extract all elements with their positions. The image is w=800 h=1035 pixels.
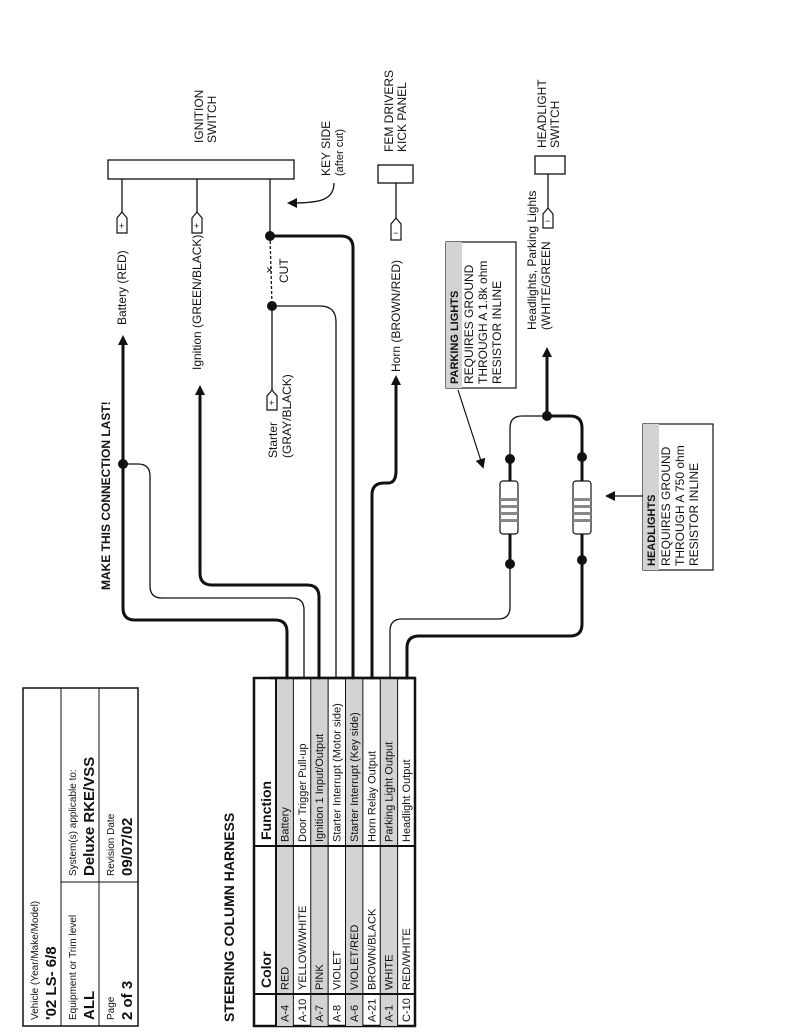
color-cell: YELLOW/WHITE [297,906,309,990]
function-cell: Headlight Output [401,759,413,842]
starter-connector: + [266,389,278,411]
table-row: A-1 WHITE Parking Light Output [379,678,398,1026]
page-value: 2 of 3 [119,981,136,1020]
pin-cell: A-4 [279,1005,291,1022]
pin-cell: A-6 [349,1005,361,1022]
parking-note-arrow [457,389,486,469]
color-cell: VIOLET [332,951,344,990]
system-label: System(s) applicable to: [68,769,79,876]
table-row: A-7 PINK Ignition 1 Input/Output [310,678,329,1026]
battery-wire-label: Battery (RED) [115,250,129,325]
pin-cell: A-1 [384,1005,396,1022]
cut-label: CUT [277,258,291,283]
table-row: C-10 RED/WHITE Headlight Output [397,678,413,1026]
key-side-label: KEY SIDE [319,121,333,176]
system-value: Deluxe RKE/VSS [81,757,98,876]
fem-label-1: FEM DRIVERS [382,70,396,152]
svg-text:PARKING LIGHTS: PARKING LIGHTS [449,291,461,384]
key-side-arrow [287,182,335,208]
color-cell: RED [279,967,291,990]
color-cell: RED/WHITE [401,928,413,990]
function-cell: Ignition 1 Input/Output [314,734,326,842]
function-cell: Door Trigger Pull-up [297,744,309,842]
function-cell: Starter Interrupt (Key side) [349,712,361,842]
svg-text:+: + [269,398,274,408]
function-cell: Starter Interrupt (Motor side) [332,703,344,842]
pin-cell: A-8 [332,1005,344,1022]
starter-label-color: (GRAY/BLACK) [280,374,294,458]
table-row: A-4 RED Battery [275,678,294,1026]
parking-resistor [499,480,519,535]
svg-text:THROUGH A 750 ohm: THROUGH A 750 ohm [673,445,687,566]
vehicle-value: '02 LS- 6/8 [43,946,60,1020]
header-function: Function [258,781,274,840]
table-row: A-6 VIOLET/RED Starter Interrupt (Key side… [345,678,363,1026]
svg-text:−: − [545,216,550,226]
ignition-switch-label-2: SWITCH [205,96,219,143]
revision-label: Revision Date [106,813,117,876]
color-cell: VIOLET/RED [349,925,361,990]
fem-kick-panel-box [377,164,414,184]
pin-cell: A-7 [314,1005,326,1022]
horn-wire-label: Horn (BROWN/RED) [389,260,403,372]
starter-label: Starter [266,422,280,458]
svg-text:RESISTOR INLINE: RESISTOR INLINE [687,463,701,566]
pin-cell: C-10 [401,998,413,1022]
title-block: Vehicle (Year/Make/Model) '02 LS- 6/8 Eq… [22,687,139,1027]
headlight-connector: − [542,207,554,229]
fem-label-2: KICK PANEL [395,82,409,152]
table-row: A-21 BROWN/BLACK Horn Relay Output [362,678,378,1026]
pin-cell: A-21 [366,999,378,1022]
function-cell: Battery [279,807,291,842]
headlight-wire-label-1: Headlights, Parking Lights [525,191,539,330]
color-cell: PINK [314,964,326,990]
function-cell: Horn Relay Output [366,751,378,842]
color-cell: WHITE [384,955,396,990]
svg-text:HEADLIGHTS: HEADLIGHTS [646,495,658,567]
trim-value: ALL [81,991,98,1020]
svg-text:+: + [119,221,124,231]
table-row: A-8 VIOLET Starter Interrupt (Motor side) [327,678,344,1026]
headlight-resistor [572,480,592,535]
headlight-switch-label-1: HEADLIGHT [535,79,549,148]
battery-connector: + [116,211,128,234]
headlight-switch-label-2: SWITCH [548,101,562,148]
svg-text:REQUIRES GROUND: REQUIRES GROUND [462,264,476,384]
headlights-note: HEADLIGHTS REQUIRES GROUND THROUGH A 750… [642,423,714,571]
revision-value: 09/07/02 [119,818,136,876]
svg-text:REQUIRES GROUND: REQUIRES GROUND [659,446,673,566]
cut-x-icon: × [266,263,273,277]
svg-text:RESISTOR INLINE: RESISTOR INLINE [490,281,504,384]
page-label: Page [106,996,117,1020]
headlight-wire-label-2: (WHITE/GREEN [539,241,553,330]
svg-text:+: + [194,221,199,231]
pin-cell: A-10 [297,999,309,1022]
table-row: A-10 YELLOW/WHITE Door Trigger Pull-up [292,678,309,1026]
headlight-switch-box [534,155,566,175]
horn-connector: − [390,217,402,241]
ignition-connector: + [191,211,203,234]
function-cell: Parking Light Output [384,742,396,842]
key-side-sub: (after cut) [334,129,346,176]
svg-text:−: − [393,228,398,238]
svg-text:THROUGH A 1.8k ohm: THROUGH A 1.8k ohm [476,261,490,384]
trim-label: Equipment or Trim level [68,915,79,1020]
harness-title: STEERING COLUMN HARNESS [221,813,237,1022]
connection-last-warning: MAKE THIS CONNECTION LAST! [99,401,113,590]
header-color: Color [258,951,274,988]
vehicle-label: Vehicle (Year/Make/Model) [30,901,41,1020]
parking-lights-note: PARKING LIGHTS REQUIRES GROUND THROUGH A… [445,241,517,389]
ignition-switch-label-1: IGNITION [192,90,206,143]
ignition-wire-label: Ignition (GREEN/BLACK) [190,235,204,370]
ignition-switch-box [107,159,295,180]
color-cell: BROWN/BLACK [366,908,378,990]
